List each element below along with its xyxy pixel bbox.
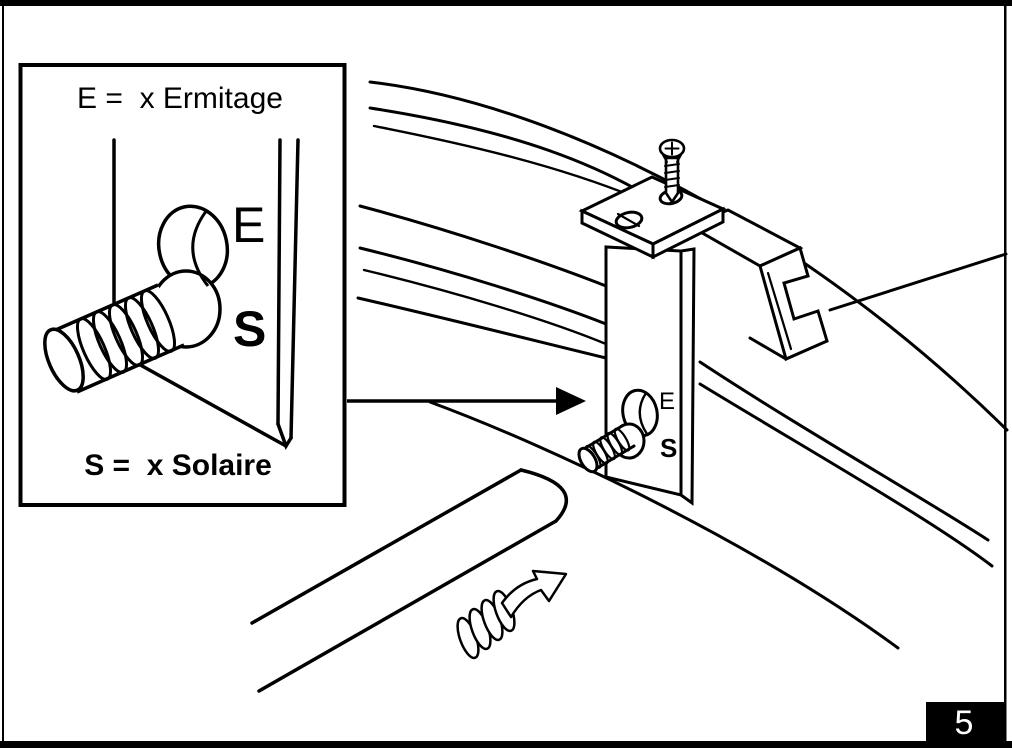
callout-arrow-icon [347, 387, 586, 415]
tube-end-cap [519, 468, 569, 523]
rail-edge-rising [828, 252, 1008, 312]
tube-top-edge [250, 468, 523, 625]
rail-underside-arc [428, 400, 900, 650]
main-illustration: E S [250, 80, 1009, 693]
phillips-cross-icon [664, 141, 680, 156]
screw-threads [664, 163, 680, 188]
bolt-end-cap [577, 446, 599, 474]
legend-top-label: E = x Ermitage [77, 82, 283, 115]
top-plate-edge-right [651, 206, 725, 260]
page-number: 5 [955, 704, 974, 742]
frame-left-border [2, 0, 4, 748]
screw-motion-arrow-icon [456, 569, 568, 660]
legend-bolt-head-inner-line [191, 209, 210, 287]
rail-resume-lower [698, 382, 994, 568]
frame-tube [250, 468, 569, 693]
c-channel-end-face [758, 245, 829, 362]
c-channel-rail [686, 208, 829, 362]
frame-bottom-bar [0, 741, 1012, 748]
assembly-label-e: E [659, 388, 675, 415]
legend-bolt-icon [43, 204, 230, 394]
rail-curve-lower-3 [362, 268, 608, 346]
plate-hole-highlight [616, 212, 641, 228]
rail-resume-upper [698, 360, 990, 542]
c-channel-bottom-edge [748, 336, 788, 361]
legend-plate-right-edge-a [276, 138, 282, 426]
legend-bolt-end-cap [43, 327, 85, 393]
rail-curve-lower-2 [358, 246, 608, 326]
legend-plate-bottom-edge [133, 360, 288, 448]
legend-label-e: E [232, 197, 265, 253]
screw-neck [662, 154, 682, 163]
legend-bolt-threads [76, 289, 176, 381]
frame-top-bar [0, 0, 1012, 6]
assembly-label-s: S [660, 433, 677, 463]
rail-curve-lower-4 [356, 296, 608, 360]
callout-arrowhead [556, 387, 586, 415]
tube-bottom-edge [257, 519, 558, 693]
legend-bolt-shaft-edges [50, 283, 185, 394]
bracket-vertical-plate [604, 245, 696, 506]
mounting-screw-icon [658, 138, 686, 205]
bolt-head-inner-line [638, 391, 649, 436]
legend-bottom-label: S = x Solaire [84, 449, 272, 482]
frame-right-border [1004, 0, 1007, 748]
bracket-top-plate [578, 175, 727, 260]
bracket-bolt-icon [577, 388, 659, 474]
legend-plate-right-edge-b [289, 138, 300, 440]
bent-arrow-outline [500, 569, 568, 619]
page-number-badge: 5 [926, 702, 1006, 742]
c-channel-inner-edge [766, 271, 793, 351]
legend-label-s: S [233, 301, 266, 357]
legend-plate [112, 138, 300, 450]
plate-side-face [679, 247, 696, 506]
rail-curve-lower-1 [358, 204, 608, 288]
rail-curve-upper-b [372, 124, 644, 202]
legend-inset: E = x Ermitage S = x Solaire E [18, 63, 347, 507]
